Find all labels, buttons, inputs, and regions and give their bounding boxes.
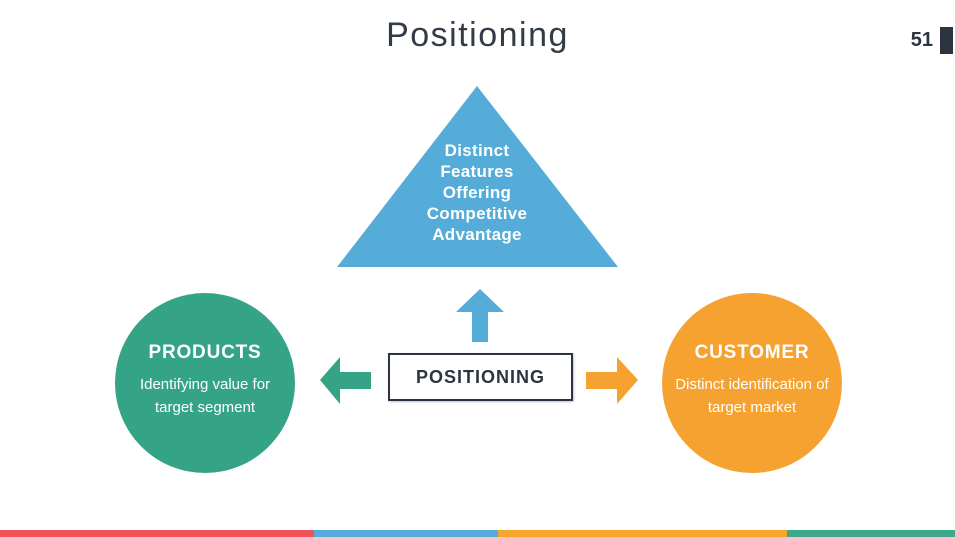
page-marker: 51 xyxy=(911,27,953,54)
triangle-line: Offering xyxy=(442,183,512,202)
positioning-box: POSITIONING xyxy=(388,353,573,401)
triangle-shape xyxy=(337,86,618,267)
footer-segment-orange xyxy=(497,530,787,537)
triangle-line: Competitive xyxy=(426,204,528,223)
triangle-line: Advantage xyxy=(432,225,522,244)
customer-circle-description: Distinct identification of target market xyxy=(675,375,829,416)
triangle-line: Distinct xyxy=(444,141,510,160)
page-tab-bar xyxy=(940,27,953,54)
left-arrow-icon xyxy=(320,357,371,404)
page-number: 51 xyxy=(910,29,933,51)
footer-segment-green xyxy=(786,530,955,537)
positioning-box-label: POSITIONING xyxy=(415,366,545,387)
customer-circle-title: CUSTOMER xyxy=(694,341,810,363)
right-arrow-icon xyxy=(586,357,638,404)
footer-segment-blue xyxy=(314,530,498,537)
products-circle-title: PRODUCTS xyxy=(148,341,262,363)
footer-color-bar xyxy=(0,530,955,537)
customer-circle: CUSTOMER Distinct identification of targ… xyxy=(662,293,842,473)
products-circle-description: Identifying value for target segment xyxy=(139,375,271,416)
slide-title: Positioning xyxy=(386,16,569,54)
triangle-line: Features xyxy=(440,162,514,181)
up-arrow-icon xyxy=(456,289,504,342)
footer-segment-red xyxy=(0,530,315,537)
triangle-text: Distinct Features Offering Competitive A… xyxy=(367,140,587,245)
products-circle: PRODUCTS Identifying value for target se… xyxy=(115,293,295,473)
